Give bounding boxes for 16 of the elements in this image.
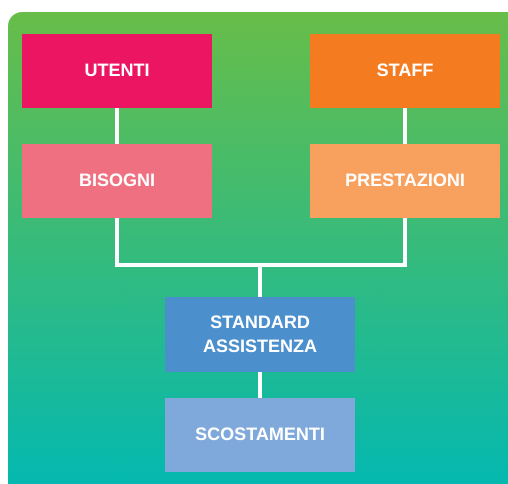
process-box [310, 34, 500, 108]
process-box [22, 34, 212, 108]
box-label: SCOSTAMENTI [195, 423, 325, 446]
connector-line [258, 218, 407, 297]
process-box [310, 144, 500, 218]
box-label: UTENTI [84, 59, 150, 82]
process-box [165, 398, 355, 472]
box-label: PRESTAZIONI [345, 169, 465, 192]
connector-line [258, 372, 262, 398]
box-label: BISOGNI [78, 169, 155, 192]
connector-line [115, 108, 119, 144]
process-box [165, 297, 355, 372]
box-label: STAFF [376, 59, 434, 82]
box-label: STANDARD ASSISTENZA [202, 311, 318, 358]
process-box [22, 144, 212, 218]
connector-line [403, 108, 407, 144]
